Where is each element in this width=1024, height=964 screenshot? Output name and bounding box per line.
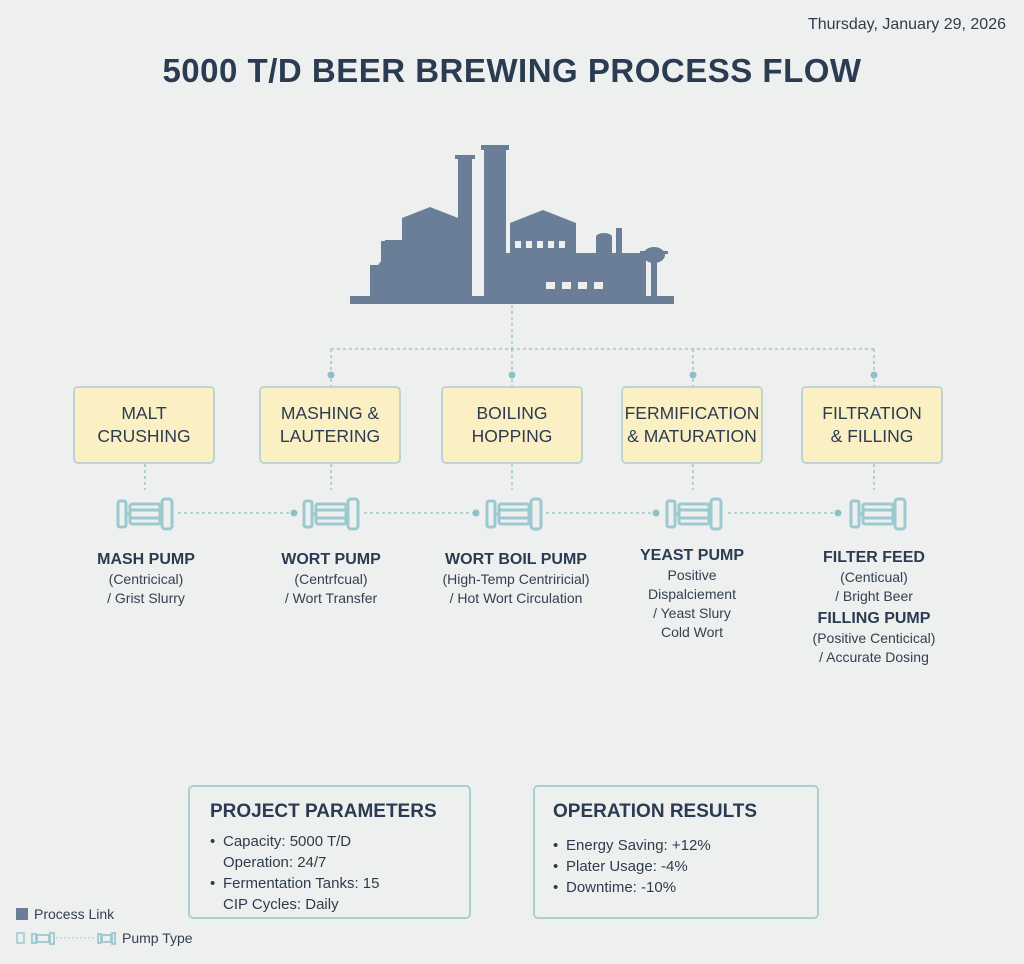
stage-label: BOILING: [476, 403, 548, 423]
pump-detail: / Accurate Dosing: [819, 649, 929, 665]
pump-name: YEAST PUMP: [639, 547, 744, 564]
stage-label: MASHING &: [280, 403, 380, 423]
pump-detail: / Yeast Slury: [653, 605, 731, 621]
stage-filtration-filling: FILTRATION & FILLING: [801, 386, 943, 464]
operation-results-card: OPERATION RESULTS Energy Saving: +12% Pl…: [533, 785, 819, 919]
project-parameters-card: PROJECT PARAMETERS Capacity: 5000 T/D Op…: [188, 785, 471, 919]
pump-mash: MASH PUMP (Centricical) / Grist Slurry: [56, 550, 236, 608]
pump-filter-feed: FILTER FEED (Centicual) / Bright Beer FI…: [784, 548, 964, 667]
pump-name: FILTER FEED: [823, 549, 925, 566]
pump-icon: [116, 497, 174, 531]
link-dot: [870, 371, 878, 379]
pump-detail: / Bright Beer: [835, 588, 913, 604]
page-title: 5000 T/D BEER BREWING PROCESS FLOW: [162, 52, 862, 89]
pump-yeast: YEAST PUMP Positive Dispalciement / Yeas…: [602, 546, 782, 642]
pump-detail: (Centicual): [840, 569, 908, 585]
stage-mashing-lautering: MASHING & LAUTERING: [259, 386, 401, 464]
pump-detail: / Wort Transfer: [284, 590, 378, 606]
pump-detail: Positive: [667, 567, 717, 583]
stage-fermentation-maturation: FERMIFICATION & MATURATION: [621, 386, 763, 464]
pump-icon: [485, 497, 543, 531]
list-item: Downtime: -10%: [553, 877, 817, 898]
pump-type-legend-icon: [16, 932, 116, 945]
pump-detail: (High-Temp Centriricial): [442, 571, 590, 587]
stage-malt-crushing: MALT CRUSHING: [73, 386, 215, 464]
date-label: Thursday, January 29, 2026: [807, 16, 1006, 33]
stage-label: MALT: [121, 403, 167, 423]
list-item: CIP Cycles: Daily: [223, 896, 339, 913]
pump-wort-boil: WORT BOIL PUMP (High-Temp Centriricial) …: [416, 550, 616, 608]
pump-detail: (Positive Centicical): [812, 630, 936, 646]
link-dot: [652, 509, 660, 517]
legend-label: Process Link: [34, 906, 115, 922]
legend-process-link: Process Link: [16, 906, 114, 922]
pump-name: FILLING PUMP: [817, 610, 931, 627]
pump-name: MASH PUMP: [97, 551, 195, 568]
process-link-swatch: [16, 908, 28, 920]
pump-icon: [302, 497, 360, 531]
pump-name: WORT BOIL PUMP: [445, 551, 587, 568]
link-dot: [290, 509, 298, 517]
pump-detail: / Hot Wort Circulation: [449, 590, 583, 606]
pump-detail: / Grist Slurry: [107, 590, 185, 606]
pump-icon: [849, 497, 907, 531]
list-item: Energy Saving: +12%: [553, 835, 817, 856]
pump-detail: Cold Wort: [661, 624, 723, 640]
list-item: Fermentation Tanks: 15: [210, 873, 469, 894]
legend-label: Pump Type: [122, 930, 193, 946]
stage-label: & MATURATION: [627, 426, 757, 446]
link-dot: [834, 509, 842, 517]
legend-pump-type: Pump Type: [16, 930, 193, 946]
pump-name: WORT PUMP: [281, 551, 381, 568]
pump-detail: (Centricical): [108, 571, 184, 587]
link-dot: [508, 371, 516, 379]
stage-label: & FILLING: [830, 426, 914, 446]
stage-label: LAUTERING: [279, 426, 381, 446]
list-item: Plater Usage: -4%: [553, 856, 817, 877]
list-item: Operation: 24/7: [223, 854, 327, 871]
card-title: OPERATION RESULTS: [553, 801, 758, 822]
pump-wort: WORT PUMP (Centrfcual) / Wort Transfer: [241, 550, 421, 608]
stage-label: FERMIFICATION: [624, 403, 760, 423]
link-dot: [327, 371, 335, 379]
stage-label: FILTRATION: [822, 403, 922, 423]
factory-silhouette-icon: [350, 145, 674, 304]
stage-label: CRUSHING: [97, 426, 191, 446]
pump-icon: [665, 497, 723, 531]
pump-detail: Dispalciement: [648, 586, 736, 602]
list-item: Capacity: 5000 T/D: [210, 831, 469, 852]
link-dot: [472, 509, 480, 517]
stage-boiling-hopping: BOILING HOPPING: [441, 386, 583, 464]
card-title: PROJECT PARAMETERS: [210, 801, 437, 822]
link-dot: [689, 371, 697, 379]
pump-detail: (Centrfcual): [294, 571, 368, 587]
stage-label: HOPPING: [471, 426, 553, 446]
